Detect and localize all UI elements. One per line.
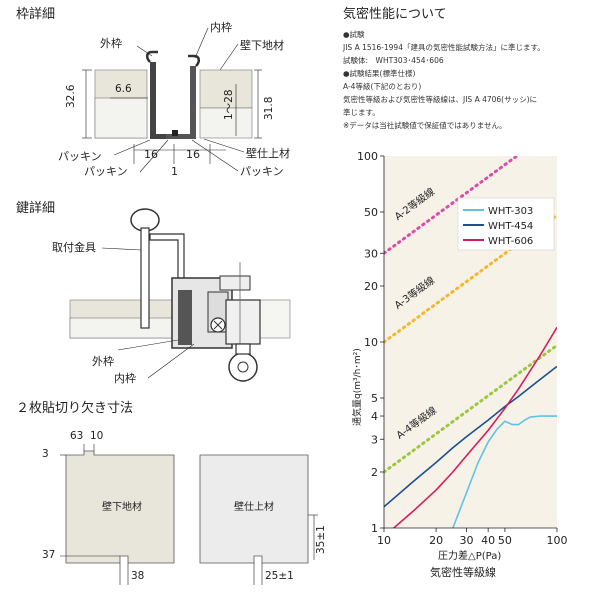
y-tick-label: 10: [364, 336, 378, 349]
dim-right-range: 1〜28: [223, 89, 235, 120]
y-tick-label: 20: [364, 280, 378, 293]
airtight-line-2: JIS A 1516-1994「建具の気密性能試験方法」に準じます。: [343, 43, 545, 52]
inner-frame-profile: [166, 66, 196, 139]
dim-10: 10: [90, 430, 104, 442]
outer-frame-hook: [146, 50, 158, 63]
x-tick-label: 50: [498, 534, 512, 547]
frame-packing-label-2: パッキン: [84, 165, 128, 178]
inner-frame-hook: [188, 54, 200, 67]
y-tick-label: 2: [371, 466, 378, 479]
airtight-line-4: ●試験結果(標準仕様): [343, 69, 416, 78]
dim-16-left: 16: [144, 148, 158, 161]
series-line-wht-606: [392, 326, 557, 528]
chart-xlabel2: 気密性等級線: [430, 566, 496, 579]
frame-wall-finish-label: 壁仕上材: [246, 147, 290, 160]
lock-stem: [140, 227, 150, 329]
y-tick-label: 50: [364, 206, 378, 219]
x-tick-label: 30: [460, 534, 474, 547]
grade-line-3: [384, 343, 557, 474]
y-tick-label: 30: [364, 247, 378, 260]
frame-detail-drawing: [82, 27, 262, 173]
lock-mount-label: 取付金具: [52, 241, 96, 254]
frame-inner-label: 内枠: [210, 21, 232, 34]
legend-label-wht-606: WHT-606: [488, 236, 533, 247]
dim-left-inner: 6.6: [115, 83, 132, 95]
airtight-line-7: 準じます。: [343, 108, 380, 117]
y-tick-label: 100: [357, 150, 378, 163]
dim-right-height: 31.8: [263, 96, 275, 120]
lock-outer-label: 外枠: [92, 355, 114, 368]
dim-1: 1: [171, 165, 178, 178]
airtight-title: 気密性能について: [343, 7, 447, 22]
legend-label-wht-454: WHT-454: [488, 221, 533, 232]
frame-wall-left-lower: [94, 97, 148, 139]
frame-wall-right: [199, 69, 253, 109]
dim-25: 25±1: [265, 570, 294, 582]
y-tick-label: 4: [371, 410, 378, 423]
lock-inner-label: 内枠: [114, 372, 136, 385]
dim-3: 3: [42, 448, 49, 460]
frame-detail-title: 枠詳細: [16, 7, 56, 22]
lock-detail-drawing: [69, 208, 291, 382]
frame-wall-base-label: 壁下地材: [240, 39, 284, 52]
outer-frame-profile: [150, 62, 182, 139]
legend-label-wht-303: WHT-303: [488, 206, 533, 217]
x-tick-label: 20: [429, 534, 443, 547]
grade-line-1: [384, 156, 520, 255]
airtight-line-5: A-4等級(下記のとおり): [343, 82, 422, 91]
y-tick-label: 1: [371, 522, 378, 535]
lock-detail-title: 鍵詳細: [16, 201, 56, 216]
dim-left-height: 32.6: [65, 84, 77, 108]
dim-35: 35±1: [315, 525, 327, 554]
dim-37: 37: [42, 549, 56, 561]
dim-38: 38: [131, 570, 145, 582]
frame-packing-label-3: パッキン: [240, 165, 284, 178]
airtight-line-1: ●試験: [343, 30, 365, 39]
series-line-wht-454: [384, 365, 557, 508]
cutout-wall-finish-panel: [199, 454, 309, 564]
airtight-line-6: 気密性等級および気密性等級線は、JIS A 4706(サッシ)に: [343, 95, 538, 104]
dim-16-right: 16: [186, 148, 200, 161]
frame-outer-label: 外枠: [100, 37, 122, 50]
airtight-line-8: ※データは当社試験値で保証値ではありません。: [343, 121, 507, 130]
frame-wall-right-lower: [199, 107, 253, 139]
cutout-title: ２枚貼切り欠き寸法: [16, 401, 134, 416]
airtight-line-3: 試験体: WHT303･454･606: [343, 56, 444, 65]
series-line-wht-303: [452, 415, 557, 528]
y-tick-label: 5: [371, 392, 378, 405]
chart-ylabel: 通気量q(m³/h･m²): [353, 348, 363, 426]
y-tick-label: 3: [371, 433, 378, 446]
cutout-wall-base-label: 壁下地材: [102, 502, 142, 513]
chart-xlabel: 圧力差△P(Pa): [438, 551, 502, 562]
cutout-drawing: [60, 444, 318, 585]
x-tick-label: 40: [481, 534, 495, 547]
cutout-wall-finish-label: 壁仕上材: [234, 502, 274, 513]
frame-packing-label-1: パッキン: [58, 150, 102, 163]
x-tick-label: 10: [377, 534, 391, 547]
dim-63: 63: [70, 430, 84, 442]
x-tick-label: 100: [547, 534, 568, 547]
